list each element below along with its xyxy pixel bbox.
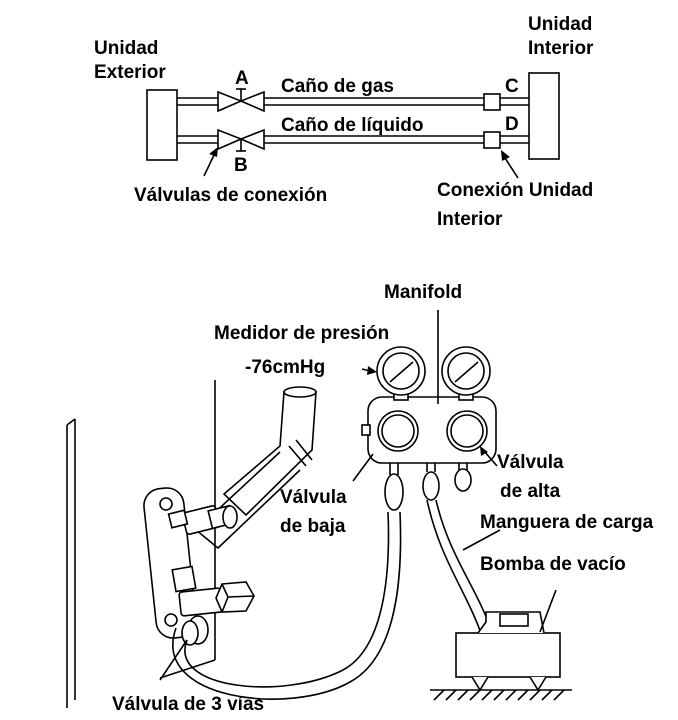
pump-leader [539,589,557,633]
low-valve-leader [352,453,374,482]
indoor-unit-label-2: Interior [528,38,594,59]
vacuum-pump-label: Bomba de vacío [480,554,626,575]
valve-b-label: B [234,155,248,176]
gas-pipe [177,97,529,106]
charge-hose-label: Manguera de carga [480,512,654,533]
connection-valves-arrow [203,147,218,177]
manifold-label: Manifold [384,282,462,303]
liquid-pipe-label: Caño de líquido [281,115,424,136]
joint-d-label: D [505,114,519,135]
manifold-fittings [384,463,472,511]
liquid-pipe [177,135,529,144]
high-valve-knob [446,410,488,452]
outdoor-unit-label-1: Unidad [94,38,158,59]
indoor-connection-arrow [501,150,519,179]
vacuum-diagram: Manifold Medidor de presión -76cmHg Válv… [66,282,654,715]
indoor-connection-label-1: Conexión Unidad [437,180,593,201]
joint-d-symbol [483,131,501,149]
gas-pipe-label: Caño de gas [281,76,394,97]
high-valve-leader [480,446,498,467]
low-valve-label-2: de baja [280,516,346,537]
pressure-gauge-label: Medidor de presión [214,323,389,344]
three-way-valve-label: Válvula de 3 vías [112,694,264,715]
piping-diagram: Unidad Exterior Unidad Interior A B C D … [94,14,594,230]
indoor-connection-label-2: Interior [437,209,503,230]
outdoor-unit-label-2: Exterior [94,62,166,83]
joint-c-symbol [483,93,501,111]
low-side-hose [172,511,402,700]
three-way-valve-leader [159,639,188,681]
pressure-reading-label: -76cmHg [245,357,325,378]
indoor-unit-box [528,72,560,160]
low-valve-knob [377,410,419,452]
joint-c-label: C [505,76,519,97]
charge-hose-leader [462,529,501,551]
high-valve-label-1: Válvula [497,452,564,473]
high-pressure-gauge [441,346,491,401]
low-pressure-gauge [376,346,426,401]
pressure-arrow [361,366,377,375]
valve-b-symbol [217,128,265,152]
three-way-valve-body [171,565,255,646]
indoor-unit-label-1: Unidad [528,14,592,35]
high-valve-label-2: de alta [500,481,561,502]
connection-valves-label: Válvulas de conexión [134,185,327,206]
vacuum-pump [430,611,572,701]
valve-a-label: A [235,68,249,89]
refrigerant-tubes [194,386,317,550]
floor-hatching [433,689,565,701]
valve-a-symbol [217,88,265,113]
outdoor-unit-box [146,89,178,161]
valve-plate [143,487,197,639]
upper-service-valve [167,504,238,535]
low-valve-label-1: Válvula [280,487,347,508]
outdoor-unit-corner [66,380,216,708]
